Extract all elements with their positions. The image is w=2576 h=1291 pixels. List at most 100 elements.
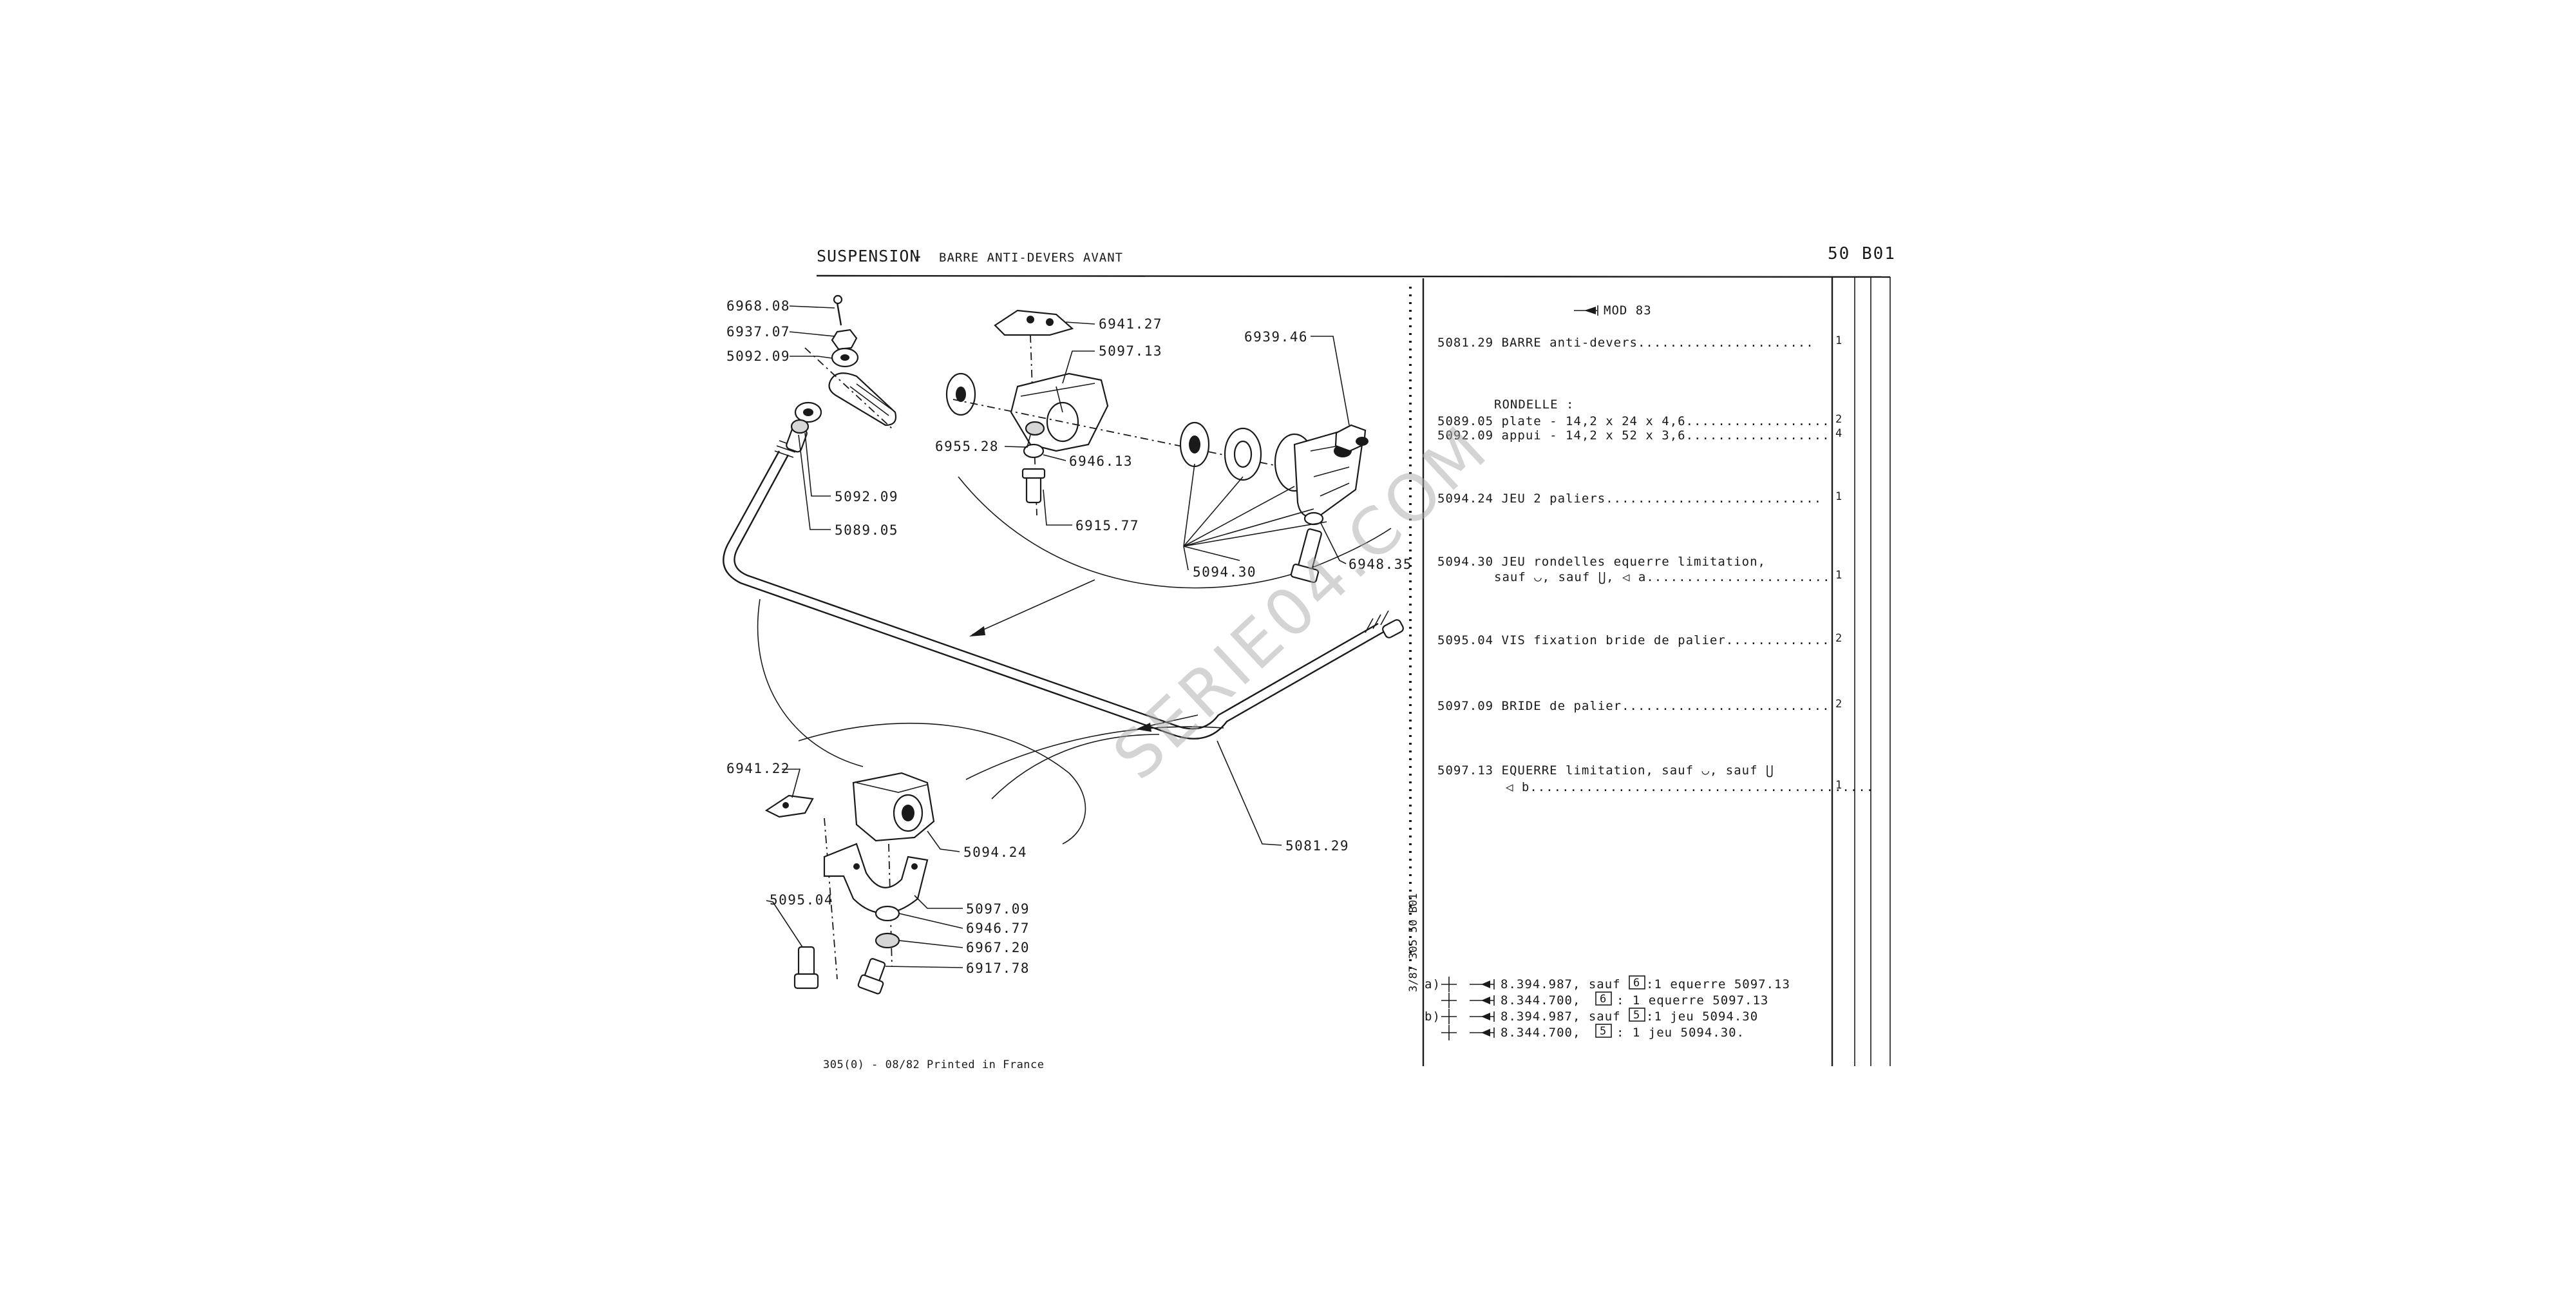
body-contour-wheel — [991, 734, 1160, 799]
header-title: SUSPENSION — [817, 247, 920, 265]
print-footer: 305(0) - 08/82 Printed in France — [823, 1058, 1045, 1071]
callout-6946-13: 6946.13 — [1069, 454, 1133, 469]
leader-6917-78 — [885, 966, 963, 968]
clamp-hole-left — [853, 863, 860, 870]
bar-end-right — [1382, 619, 1404, 638]
row-5097-09: 5097.09 BRIDE de palier.................… — [1437, 699, 1830, 713]
plus-icon — [1441, 977, 1457, 992]
washer-6967-20 — [875, 932, 900, 949]
parts-table: MOD 83 5081.29 BARRE anti-devers........… — [1437, 303, 1874, 794]
leader-5095-04 — [766, 900, 803, 948]
note-b1-box-num: 5 — [1633, 1009, 1640, 1022]
leader-6941-27 — [1065, 321, 1095, 325]
note-a2-box-num: 6 — [1600, 993, 1606, 1006]
page-header: SUSPENSION - BARRE ANTI-DEVERS AVANT 50 … — [816, 244, 1896, 278]
leader-5092-09-top — [790, 356, 833, 359]
row-rondelle: RONDELLE : — [1494, 397, 1574, 412]
clamp-5097-09 — [823, 843, 929, 914]
axis-lower-left — [824, 818, 838, 980]
leader-5089-05 — [798, 434, 831, 530]
callout-labels: 6968.08 6937.07 5092.09 5092.09 5089.05 … — [726, 298, 1412, 976]
leader-6915-77 — [1043, 489, 1072, 526]
callout-6941-27: 6941.27 — [1099, 316, 1162, 332]
body-contour-upper — [958, 476, 1392, 589]
split-pin-head — [833, 294, 843, 305]
bracket-hole-right — [1046, 318, 1054, 326]
body-contour-lower — [965, 726, 1224, 780]
qty-5089-05: 2 — [1835, 413, 1842, 426]
callout-6967-20: 6967.20 — [966, 940, 1030, 955]
header-subtitle: BARRE ANTI-DEVERS AVANT — [939, 251, 1123, 265]
row-5095-04: 5095.04 VIS fixation bride de palier....… — [1437, 633, 1830, 647]
flat-washer-left-hole — [956, 387, 966, 402]
callout-5092-09-top: 5092.09 — [726, 349, 790, 364]
mod-header: MOD 83 — [1604, 303, 1652, 318]
clamp-hole-right — [911, 863, 918, 870]
callout-5097-13: 5097.13 — [1099, 343, 1162, 359]
qty-5094-24: 1 — [1835, 490, 1842, 503]
axis-top-left — [804, 347, 893, 429]
note-a2-text: 8.344.700, — [1501, 993, 1580, 1008]
screw-6917-78-head — [857, 974, 884, 995]
header-separator: - — [913, 247, 923, 265]
plus-icon — [1441, 1025, 1457, 1040]
bracket-6941-27 — [994, 309, 1074, 336]
qty-5081-29: 1 — [1835, 334, 1842, 347]
callout-6915-77: 6915.77 — [1075, 518, 1139, 533]
row-5081-29: 5081.29 BARRE anti-devers...............… — [1437, 336, 1814, 350]
callout-5081-29: 5081.29 — [1285, 838, 1349, 854]
callout-6955-28: 6955.28 — [935, 439, 999, 454]
axis-lower-mid — [888, 843, 893, 967]
note-a2-rest: : 1 equerre 5097.13 — [1616, 993, 1768, 1008]
anti-roll-bar-inner — [734, 454, 1379, 730]
arrow-stop-head — [1481, 980, 1490, 988]
screw-5095-04-head — [793, 973, 819, 990]
note-b-mark: b) — [1425, 1009, 1441, 1024]
qty-5094-30: 1 — [1835, 569, 1842, 582]
note-a2-box — [1595, 991, 1612, 1006]
row-5092-09: 5092.09 appui - 14,2 x 52 x 3,6.........… — [1437, 428, 1830, 443]
note-b2-box — [1595, 1024, 1612, 1038]
applicability-notes: a) 8.394.987, sauf 6 :1 equerre 5097.13 … — [1425, 975, 1790, 1040]
callout-5094-30: 5094.30 — [1193, 564, 1256, 580]
washer-plate — [790, 419, 810, 434]
bearing-top — [856, 782, 928, 793]
plus-icon — [1441, 1009, 1457, 1024]
page-number: 50 B01 — [1828, 244, 1896, 263]
callout-5095-04: 5095.04 — [770, 892, 833, 908]
side-reference: 3/87 305 50 B01 — [1407, 893, 1420, 992]
callout-6946-77: 6946.77 — [966, 921, 1030, 936]
body-contour-mid — [798, 722, 1086, 845]
leader-6968-08 — [789, 305, 835, 309]
washer-6946-13 — [1023, 443, 1045, 459]
leader-6967-20 — [898, 940, 963, 948]
note-b2-text: 8.344.700, — [1501, 1026, 1580, 1040]
link-arm — [828, 372, 897, 426]
body-contour-left — [757, 598, 864, 767]
row-5097-13-cont: ◁ b.....................................… — [1505, 780, 1874, 794]
bracket-hole-left — [1027, 316, 1034, 323]
link-arm-hatch — [849, 383, 895, 416]
fan-lines-5094-30 — [1183, 463, 1327, 561]
note-b1-box — [1629, 1008, 1645, 1022]
bearing-bore-core — [902, 805, 914, 821]
leader-5081-29 — [1217, 740, 1282, 846]
leader-5097-13 — [1062, 350, 1095, 384]
callout-6948-35: 6948.35 — [1349, 557, 1412, 572]
plus-icon — [1441, 993, 1457, 1008]
row-5094-30-cont: sauf ◡, sauf ⋃, ◁ a.....................… — [1494, 570, 1830, 584]
leader-5094-24 — [927, 830, 960, 852]
note-a1-text: 8.394.987, sauf — [1501, 977, 1621, 991]
note-b2-rest: : 1 jeu 5094.30. — [1616, 1026, 1745, 1040]
callout-5097-09: 5097.09 — [966, 901, 1030, 917]
note-b2-box-num: 5 — [1600, 1025, 1606, 1038]
note-a1-rest: :1 equerre 5097.13 — [1646, 977, 1790, 991]
row-5094-24: 5094.24 JEU 2 paliers...................… — [1437, 492, 1822, 506]
arrow-stop-head — [1481, 1013, 1490, 1020]
leader-6941-22 — [782, 769, 801, 798]
bracket-6941-22 — [764, 794, 814, 818]
bolt-6915-77-head — [1021, 468, 1046, 479]
callout-6941-22: 6941.22 — [726, 761, 790, 776]
pointer-arrowhead-lower — [1136, 723, 1151, 732]
